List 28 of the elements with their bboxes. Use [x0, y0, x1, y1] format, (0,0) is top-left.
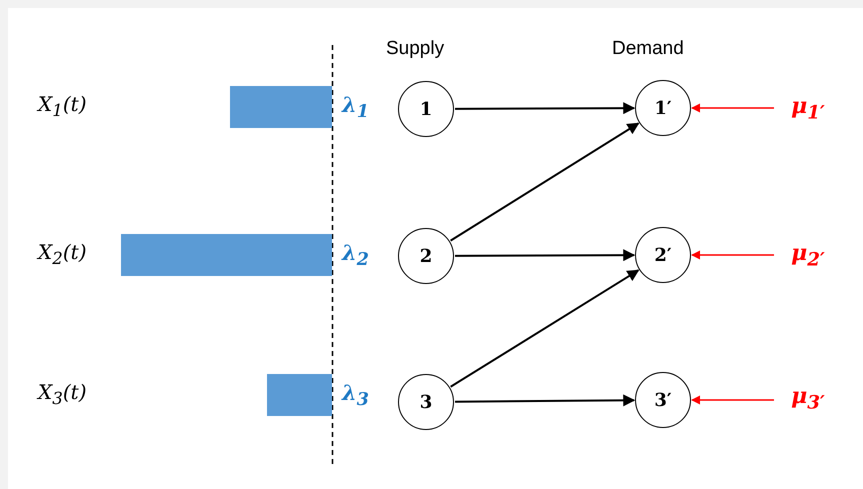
rate-label: μ$_{3′}$	[778, 380, 838, 416]
node-circle: 3′	[635, 372, 691, 428]
queue-bar	[121, 234, 332, 276]
arrow	[455, 102, 636, 114]
node-circle: 1	[398, 81, 454, 137]
arrow	[691, 396, 774, 404]
node-circle: 3	[398, 374, 454, 430]
queue-bar	[230, 86, 332, 128]
rate-label: μ$_{2′}$	[778, 237, 838, 273]
node-circle: 2	[398, 228, 454, 284]
queue-length-label: X$_{2}$(t)	[38, 240, 87, 268]
arrow	[691, 104, 774, 112]
arrow	[455, 249, 636, 262]
rate-label: μ$_{1′}$	[778, 90, 838, 126]
node-circle: 2′	[635, 227, 691, 283]
column-heading: Demand	[612, 38, 684, 60]
arrow	[691, 250, 774, 260]
queue-length-label: X$_{1}$(t)	[38, 92, 87, 120]
arrow	[455, 394, 636, 406]
node-circle: 1′	[635, 80, 691, 136]
queue-bar	[267, 374, 332, 416]
arrow	[450, 122, 640, 242]
column-heading: Supply	[386, 38, 444, 60]
queue-length-label: X$_{3}$(t)	[38, 380, 87, 408]
arrival-rate-label: λ$_{3}$	[342, 380, 369, 410]
arrival-rate-label: λ$_{1}$	[342, 92, 369, 122]
arrow	[450, 269, 640, 388]
arrival-rate-label: λ$_{2}$	[342, 240, 369, 270]
